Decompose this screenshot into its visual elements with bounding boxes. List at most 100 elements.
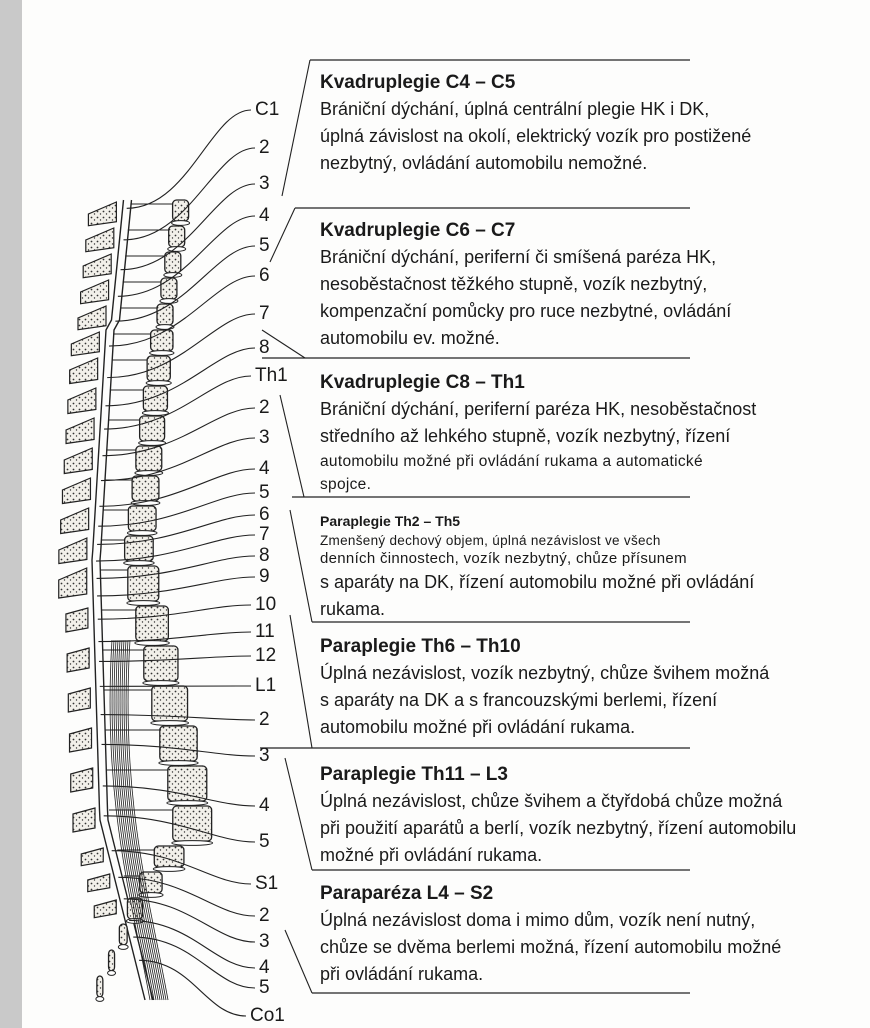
vertebral-body (97, 976, 103, 997)
nerve-root (139, 960, 246, 1016)
vertebra-label: 12 (255, 646, 276, 666)
section-line: s aparáty na DK a s francouzskými berlem… (320, 687, 865, 714)
nerve-root (124, 148, 255, 240)
vertebra-label: 4 (259, 796, 270, 816)
vertebral-body (140, 416, 165, 441)
section-th2-th5: Paraplegie Th2 – Th5 Zmenšený dechový ob… (320, 512, 865, 623)
vertebra-label: 3 (259, 932, 270, 952)
spinous-process (81, 280, 109, 304)
vertebra-label: 5 (259, 978, 270, 998)
scan-edge (0, 0, 22, 1028)
section-th6-th10: Paraplegie Th6 – Th10 Úplná nezávislost,… (320, 636, 865, 741)
spinous-process (81, 848, 103, 866)
spinous-process (88, 202, 116, 226)
section-line: spojce. (320, 474, 865, 496)
spinous-process (86, 228, 114, 252)
vertebra-label: 6 (259, 266, 270, 286)
intervertebral-disc (142, 411, 168, 416)
vertebra-label: 2 (259, 398, 270, 418)
nerve-root (105, 348, 255, 406)
section-line: kompenzační pomůcky pro ruce nezbytné, o… (320, 298, 865, 325)
vertebra-label: 9 (259, 567, 270, 587)
vertebral-body (173, 806, 212, 841)
vertebral-body (136, 606, 169, 641)
spinous-process (68, 688, 90, 712)
section-line: s aparáty na DK, řízení automobilu možné… (320, 569, 865, 596)
section-c6-c7: Kvadruplegie C6 – C7 Brániční dýchání, p… (320, 220, 865, 352)
section-title: Paraparéza L4 – S2 (320, 883, 865, 905)
section-line: při ovládání rukama. (320, 961, 865, 988)
section-line: Úplná nezávislost, vozík nezbytný, chůze… (320, 660, 865, 687)
intervertebral-disc (159, 761, 198, 766)
vertebra-label: 10 (255, 595, 276, 615)
intervertebral-disc (172, 841, 213, 846)
nerve-root (104, 376, 251, 429)
nerve-root (98, 632, 251, 642)
spinous-process (59, 538, 87, 564)
spinous-process (68, 388, 96, 414)
section-line: při použití aparátů a berlí, vozík nezby… (320, 815, 865, 842)
section-line: Brániční dýchání, periferní či smíšená p… (320, 244, 865, 271)
bracket-line (270, 208, 295, 262)
spinous-process (66, 608, 88, 632)
vertebra-label: 3 (259, 746, 270, 766)
vertebral-body (147, 356, 170, 381)
nerve-root (98, 605, 251, 619)
intervertebral-disc (124, 561, 155, 566)
bracket-line (285, 758, 312, 870)
vertebra-label: C1 (255, 100, 279, 120)
vertebra-label: 5 (259, 236, 270, 256)
spinous-process (88, 874, 110, 892)
vertebra-label: 11 (255, 622, 275, 642)
vertebra-label: S1 (255, 874, 278, 894)
bracket-line (290, 510, 312, 622)
vertebral-body (168, 766, 207, 801)
spinous-process (71, 768, 93, 792)
intervertebral-disc (146, 381, 171, 386)
spinous-process (78, 306, 106, 330)
intervertebral-disc (167, 801, 208, 806)
section-title: Kvadruplegie C8 – Th1 (320, 372, 865, 394)
section-line: možné při ovládání rukama. (320, 842, 865, 869)
section-line: Brániční dýchání, periferní paréza HK, n… (320, 396, 865, 423)
spinous-process (70, 358, 98, 384)
spine-art (59, 110, 255, 1016)
intervertebral-disc (139, 441, 166, 446)
section-line: denních činnostech, vozík nezbytný, chůz… (320, 549, 865, 569)
vertebral-body (119, 924, 127, 945)
bracket-line (290, 615, 312, 748)
vertebra-label: 4 (259, 459, 270, 479)
section-line: Brániční dýchání, úplná centrální plegie… (320, 96, 865, 123)
section-line: Zmenšený dechový objem, úplná nezávislos… (320, 532, 865, 549)
spinous-process (59, 568, 87, 598)
section-th11-l3: Paraplegie Th11 – L3 Úplná nezávislost, … (320, 764, 865, 869)
vertebral-body (128, 506, 156, 531)
vertebra-label: L1 (255, 676, 276, 696)
intervertebral-disc (118, 945, 128, 950)
vertebral-body (160, 726, 197, 761)
bracket-line (280, 395, 304, 497)
section-title: Kvadruplegie C6 – C7 (320, 220, 865, 242)
bracket-line (282, 60, 310, 196)
section-line: nesoběstačnost těžkého stupně, vozík nez… (320, 271, 865, 298)
spinous-process (71, 332, 99, 356)
section-line: Úplná nezávislost doma i mimo dům, vozík… (320, 907, 865, 934)
spinous-process (67, 648, 89, 672)
intervertebral-disc (135, 641, 170, 646)
vertebra-label: 5 (259, 483, 270, 503)
vertebra-label: 4 (259, 206, 270, 226)
section-title: Paraplegie Th11 – L3 (320, 764, 865, 786)
vertebra-label: Th1 (255, 366, 288, 386)
section-line: úplná závislost na okolí, elektrický voz… (320, 123, 865, 150)
section-c4-c5: Kvadruplegie C4 – C5 Brániční dýchání, ú… (320, 72, 865, 177)
intervertebral-disc (127, 601, 160, 606)
nerve-root (127, 110, 251, 208)
nerve-root (97, 556, 255, 578)
nerve-root (96, 535, 255, 561)
nerve-root (99, 469, 255, 506)
section-title: Kvadruplegie C4 – C5 (320, 72, 865, 94)
vertebral-body (128, 566, 159, 601)
nerve-root (101, 438, 255, 481)
section-title: Paraplegie Th2 – Th5 (320, 512, 865, 530)
section-line: chůze se dvěma berlemi možná, řízení aut… (320, 934, 865, 961)
